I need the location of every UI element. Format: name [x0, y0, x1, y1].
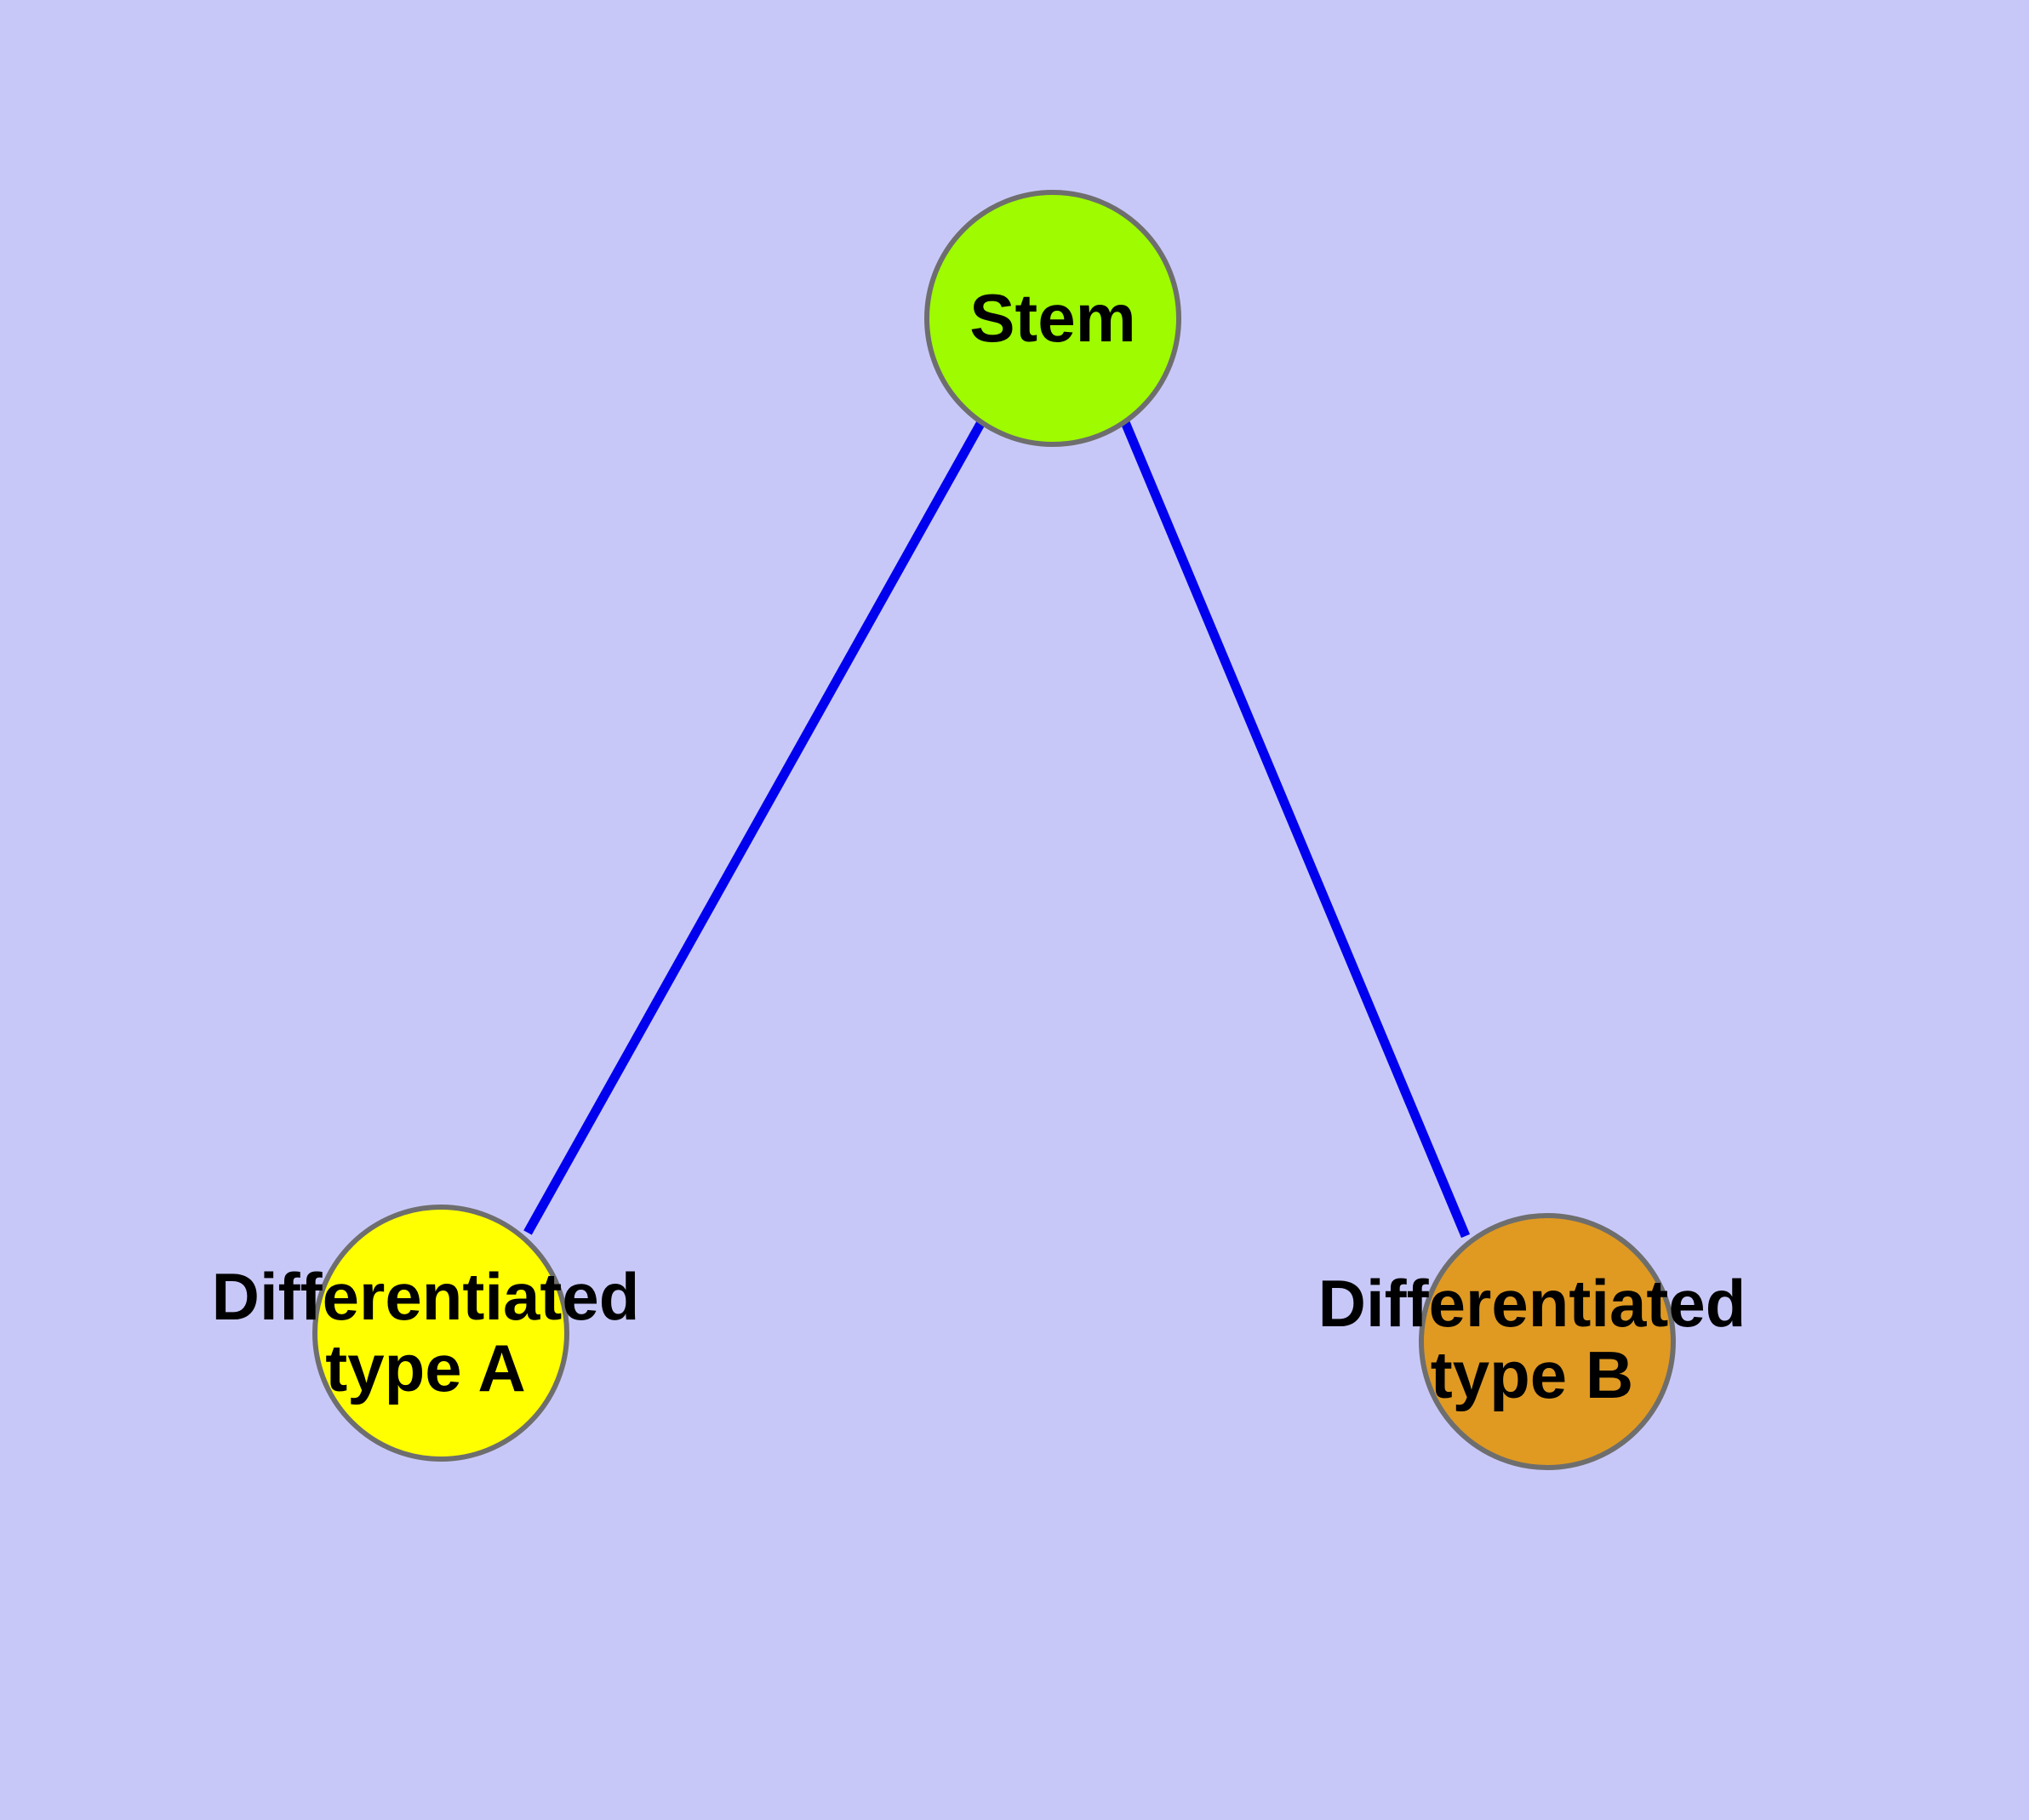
node-differentiated-type-b[interactable] [1419, 1213, 1676, 1470]
node-differentiated-type-a[interactable] [312, 1205, 569, 1462]
node-stem[interactable] [924, 190, 1181, 447]
node-layer [312, 190, 1676, 1470]
edge-stem-to-differentiated-type-a[interactable] [523, 420, 986, 1235]
edge-layer [523, 420, 1471, 1239]
edge-stem-to-differentiated-type-b[interactable] [1120, 420, 1471, 1239]
